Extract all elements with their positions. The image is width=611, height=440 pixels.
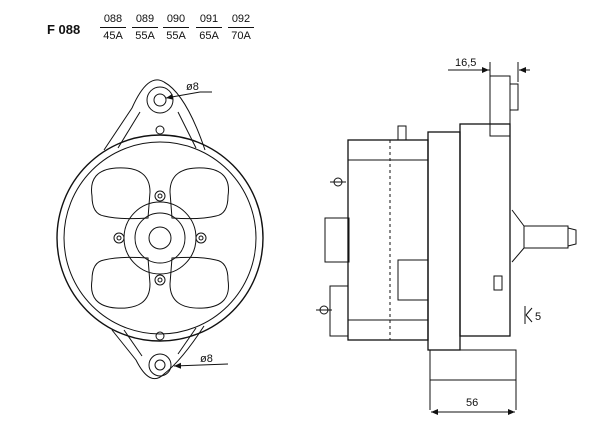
series-code: F 088	[47, 22, 81, 37]
cooling-window	[91, 256, 151, 309]
variant-code: 088	[100, 12, 126, 28]
side-gap-dimension: 5	[535, 311, 541, 323]
cooling-window	[169, 256, 229, 309]
hub-bolt	[195, 232, 207, 244]
front-housing	[459, 123, 511, 337]
hub-bolt	[154, 274, 166, 286]
bottom-mount-hole-outer	[148, 353, 172, 377]
top-offset-dimension: 16,5	[455, 57, 476, 69]
hub-bolt	[113, 232, 125, 244]
regulator	[324, 217, 350, 263]
title-header: F 088 088 45A 089 55A 090 55A 091 65A 09…	[0, 0, 611, 50]
cooling-window	[169, 167, 229, 220]
stator	[427, 131, 461, 351]
shaft-center	[148, 226, 172, 250]
variant-amps: 55A	[135, 30, 155, 42]
cooling-window	[91, 167, 151, 220]
top-mount-hole-outer	[146, 86, 174, 114]
shaft	[523, 225, 569, 249]
top-mounting-lug	[103, 79, 206, 151]
top-mount-hole-inner	[153, 93, 167, 107]
variant-089: 089 55A	[132, 12, 158, 43]
variant-code: 089	[132, 12, 158, 28]
variant-code: 092	[228, 12, 254, 28]
hub-bolt	[154, 190, 166, 202]
housing-rim	[63, 141, 257, 335]
top-hole-dimension: ø8	[186, 81, 199, 93]
variant-088: 088 45A	[100, 12, 126, 43]
variant-091: 091 65A	[196, 12, 222, 43]
bottom-foot	[429, 349, 517, 381]
foot-width-dimension: 56	[466, 397, 478, 409]
variant-amps: 65A	[199, 30, 219, 42]
top-flange	[489, 75, 511, 137]
variant-092: 092 70A	[228, 12, 254, 43]
terminal-block	[329, 285, 349, 337]
housing-outer	[56, 134, 264, 342]
variant-090: 090 55A	[163, 12, 189, 43]
variant-amps: 45A	[103, 30, 123, 42]
variant-code: 091	[196, 12, 222, 28]
bottom-mounting-lug	[111, 325, 205, 380]
bottom-mount-hole-inner	[154, 359, 166, 371]
variant-amps: 55A	[166, 30, 186, 42]
variant-amps: 70A	[231, 30, 251, 42]
front-view	[56, 79, 264, 380]
bottom-hole-dimension: ø8	[200, 353, 213, 365]
rear-housing	[347, 139, 429, 341]
side-view	[316, 62, 577, 415]
variant-code: 090	[163, 12, 189, 28]
hub-ring	[134, 212, 186, 264]
